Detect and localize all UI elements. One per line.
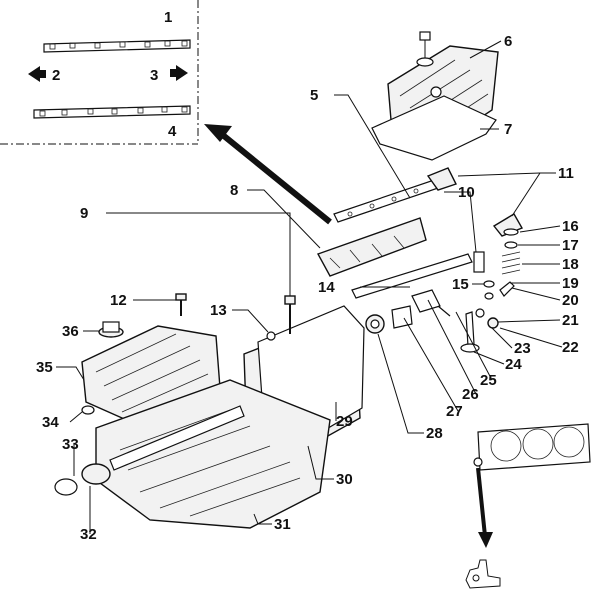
valve-cover-gasket xyxy=(371,95,497,161)
valve-train xyxy=(460,228,521,353)
callout-24: 24 xyxy=(505,356,522,373)
callout-2: 2 xyxy=(52,67,60,84)
callout-9: 9 xyxy=(80,205,88,222)
oil-filler-cap-36 xyxy=(98,321,124,338)
left-arrow-icon xyxy=(28,66,46,82)
callout-20: 20 xyxy=(562,292,579,309)
callout-36: 36 xyxy=(62,323,79,340)
detail-arrow-icon xyxy=(476,467,493,548)
callout-35: 35 xyxy=(36,359,53,376)
leader-lines xyxy=(56,40,563,534)
lash-adjuster xyxy=(473,251,485,273)
callout-11: 11 xyxy=(558,165,574,182)
callout-13: 13 xyxy=(210,302,227,319)
callout-12: 12 xyxy=(110,292,127,309)
callout-33: 33 xyxy=(62,436,79,453)
callout-32: 32 xyxy=(80,526,97,543)
camshaft-front xyxy=(81,405,245,485)
callout-25: 25 xyxy=(480,372,497,389)
callout-31: 31 xyxy=(274,516,291,533)
callout-22: 22 xyxy=(562,339,579,356)
head-bolt-12 xyxy=(175,293,187,316)
callout-labels: 1 2 3 4 5 6 7 8 9 10 11 12 13 14 15 16 1… xyxy=(36,9,579,543)
oil-filler-cap-6 xyxy=(416,31,434,67)
callout-29: 29 xyxy=(336,413,353,430)
camshaft-sprocket-parts xyxy=(365,289,451,334)
callout-18: 18 xyxy=(562,256,579,273)
callout-19: 19 xyxy=(562,275,579,292)
callout-3: 3 xyxy=(150,67,158,84)
rocker-shaft-upper xyxy=(333,177,445,223)
inset-panel xyxy=(0,0,199,145)
oil-seal-33 xyxy=(54,478,78,496)
callout-17: 17 xyxy=(562,237,579,254)
callout-28: 28 xyxy=(426,425,443,442)
rocker-arm-assembly xyxy=(316,217,427,277)
callout-10: 10 xyxy=(458,184,475,201)
callout-1: 1 xyxy=(164,9,172,26)
pointer-arrow-icon xyxy=(204,124,332,225)
callout-14: 14 xyxy=(318,279,335,296)
callout-30: 30 xyxy=(336,471,353,488)
engine-block xyxy=(95,379,331,529)
rocker-arm-single xyxy=(426,167,524,237)
callout-5: 5 xyxy=(310,87,318,104)
right-arrow-icon xyxy=(170,65,188,81)
callout-16: 16 xyxy=(562,218,579,235)
callout-4: 4 xyxy=(168,123,177,140)
callout-21: 21 xyxy=(562,312,579,329)
gasket-detail xyxy=(473,423,591,471)
callout-26: 26 xyxy=(462,386,479,403)
callout-8: 8 xyxy=(230,182,238,199)
plug-34 xyxy=(81,405,95,415)
callout-6: 6 xyxy=(504,33,512,50)
callout-23: 23 xyxy=(514,340,531,357)
callout-7: 7 xyxy=(504,121,512,138)
callout-34: 34 xyxy=(42,414,59,431)
washer-13 xyxy=(266,331,276,341)
callout-15: 15 xyxy=(452,276,469,293)
inset-rocker-shaft-lower xyxy=(33,105,191,119)
inset-rocker-shaft-upper xyxy=(43,39,191,53)
callout-27: 27 xyxy=(446,403,463,420)
detail-profile xyxy=(465,559,501,589)
